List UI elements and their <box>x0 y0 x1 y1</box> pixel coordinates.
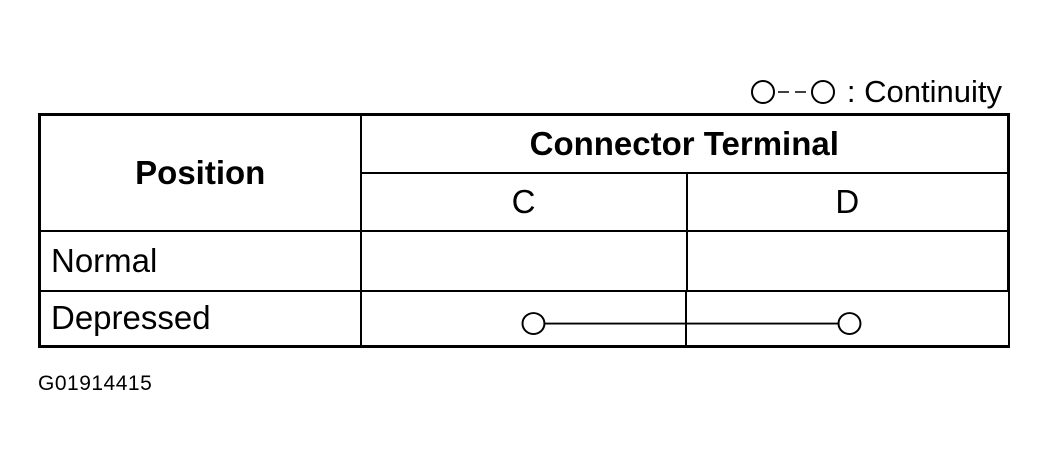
continuity-legend: : Continuity <box>750 72 1002 112</box>
connector-terminal-header: Connector Terminal <box>359 113 1011 174</box>
position-header: Position <box>38 113 362 232</box>
continuity-legend-label: : Continuity <box>846 74 1002 109</box>
cell-normal-d <box>685 229 1011 292</box>
cell-depressed-continuity <box>359 289 1010 348</box>
table-row-depressed: Depressed <box>38 289 1010 348</box>
terminal-header-d: D <box>685 171 1011 232</box>
continuity-table: Position Connector Terminal C D Normal D… <box>38 113 1011 348</box>
continuity-connection-icon <box>521 291 861 345</box>
row-label-normal: Normal <box>38 229 362 292</box>
figure-id: G01914415 <box>38 372 153 395</box>
terminal-header-c: C <box>359 171 688 232</box>
continuity-legend-symbol-icon <box>750 80 835 104</box>
continuity-node-c <box>521 311 545 335</box>
table-row-normal: Normal <box>38 229 1011 292</box>
row-label-depressed: Depressed <box>38 289 362 348</box>
continuity-node-d <box>837 311 861 335</box>
cell-normal-c <box>359 229 688 292</box>
